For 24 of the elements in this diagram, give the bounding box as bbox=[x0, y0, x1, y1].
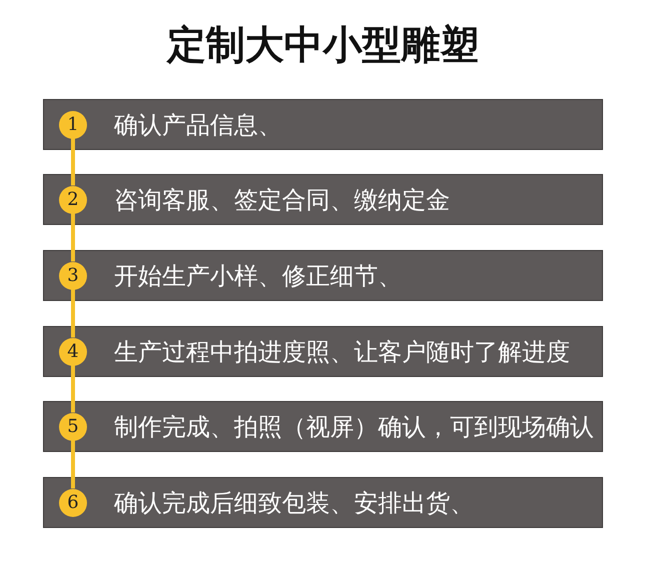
number-circle: 4 bbox=[59, 338, 87, 366]
step-text: 开始生产小样、修正细节、 bbox=[114, 260, 402, 290]
number-circle: 2 bbox=[59, 186, 87, 214]
step-text: 确认产品信息、 bbox=[114, 110, 282, 140]
step-bar bbox=[43, 174, 603, 225]
number-circle: 3 bbox=[59, 262, 87, 290]
number-circle: 5 bbox=[59, 412, 87, 440]
connector-line bbox=[71, 440, 75, 488]
step-bar bbox=[43, 99, 603, 150]
number-circle: 1 bbox=[59, 110, 87, 138]
step-bar bbox=[43, 401, 603, 452]
step-text: 咨询客服、签定合同、缴纳定金 bbox=[114, 184, 450, 214]
step-bar bbox=[43, 477, 603, 528]
connector-line bbox=[71, 366, 75, 412]
step-text: 生产过程中拍进度照、让客户随时了解进度 bbox=[114, 336, 570, 366]
connector-line bbox=[71, 290, 75, 338]
step-text: 制作完成、拍照（视屏）确认，可到现场确认 bbox=[114, 412, 594, 442]
number-circle: 6 bbox=[59, 488, 87, 516]
step-bar bbox=[43, 250, 603, 301]
connector-line bbox=[71, 138, 75, 186]
step-bar bbox=[43, 326, 603, 377]
title: 定制大中小型雕塑 bbox=[167, 22, 479, 70]
step-text: 确认完成后细致包装、安排出货、 bbox=[114, 488, 474, 518]
connector-line bbox=[71, 214, 75, 262]
